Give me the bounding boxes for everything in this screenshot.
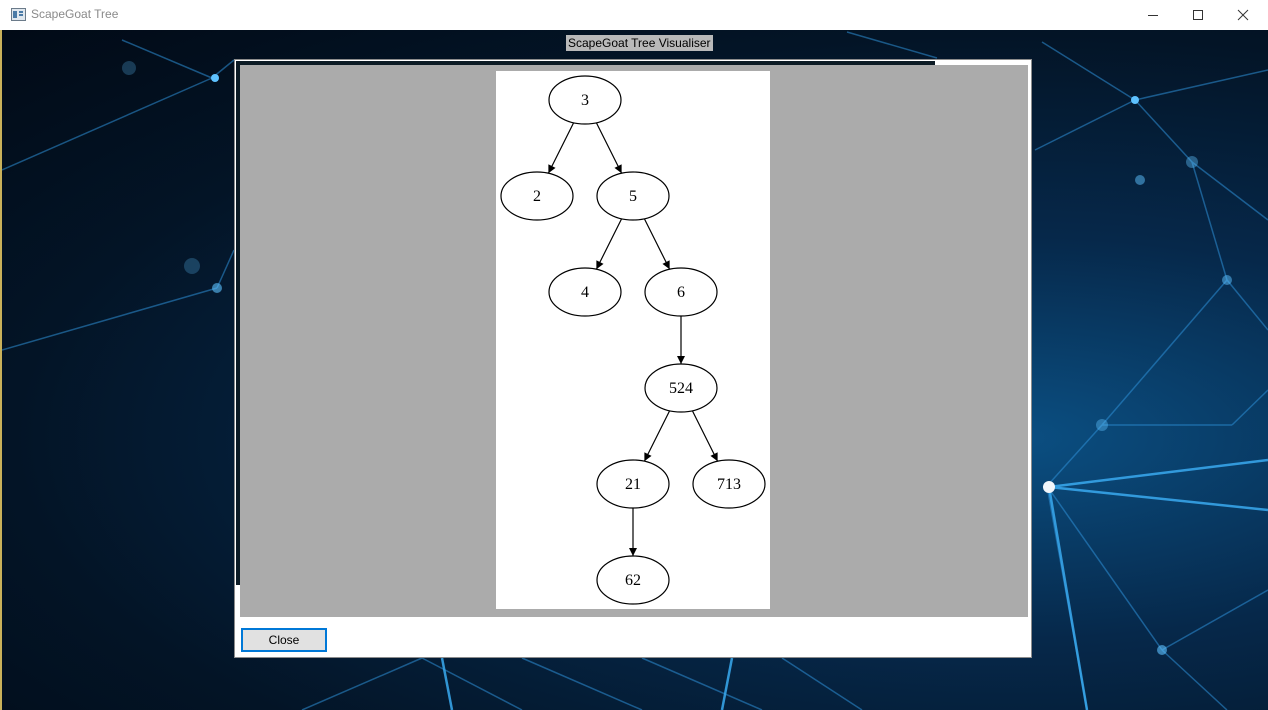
tree-node-ellipse [500, 171, 574, 221]
tree-node-label: 2 [533, 188, 541, 205]
tree-edge-5-4 [595, 218, 623, 270]
tree-node-62: 62 [596, 555, 670, 605]
tree-node-3: 3 [548, 75, 622, 125]
tree-node-label: 5 [629, 188, 637, 205]
minimize-button[interactable] [1130, 0, 1176, 30]
visualiser-caption: ScapeGoat Tree Visualiser [566, 35, 713, 51]
maximize-button[interactable] [1175, 0, 1221, 30]
view-bottom-strip [240, 617, 1028, 623]
tree-node-5: 5 [596, 171, 670, 221]
tree-node-label: 713 [717, 476, 741, 493]
tree-edge-3-5 [595, 122, 623, 174]
tree-node-label: 21 [625, 476, 641, 493]
close-button[interactable]: Close [241, 628, 327, 652]
tree-node-ellipse [596, 555, 670, 605]
tree-view-area: 3 2 5 4 6 524 21 713 62 [240, 65, 1028, 617]
tree-dialog: 3 2 5 4 6 524 21 713 62 Close [234, 59, 1032, 658]
tree-node-21: 21 [596, 459, 670, 509]
close-icon [1237, 9, 1249, 21]
tree-edge-5-6 [643, 218, 671, 270]
tree-graph-svg: 3 2 5 4 6 524 21 713 62 [500, 75, 766, 605]
tree-node-713: 713 [692, 459, 766, 509]
tree-edge-524-21 [643, 410, 671, 462]
tree-node-ellipse [644, 363, 718, 413]
tree-node-label: 524 [669, 380, 693, 397]
tree-node-524: 524 [644, 363, 718, 413]
background-strip [0, 30, 2, 710]
app-window-icon [11, 8, 26, 21]
tree-node-ellipse [596, 171, 670, 221]
tree-node-2: 2 [500, 171, 574, 221]
tree-node-ellipse [548, 75, 622, 125]
tree-edge-3-2 [547, 122, 575, 174]
tree-node-ellipse [548, 267, 622, 317]
tree-node-4: 4 [548, 267, 622, 317]
tree-node-ellipse [644, 267, 718, 317]
tree-graph: 3 2 5 4 6 524 21 713 62 [496, 71, 770, 609]
tree-node-6: 6 [644, 267, 718, 317]
tree-node-label: 62 [625, 572, 641, 589]
tree-node-label: 6 [677, 284, 685, 301]
close-window-button[interactable] [1220, 0, 1266, 30]
maximize-icon [1193, 10, 1203, 20]
tree-node-label: 3 [581, 92, 589, 109]
window-title: ScapeGoat Tree [31, 7, 119, 21]
tree-edge-524-713 [691, 410, 719, 462]
tree-node-label: 4 [581, 284, 589, 301]
network-pattern [2, 31, 1268, 710]
window-titlebar: ScapeGoat Tree [0, 0, 1268, 31]
minimize-icon [1148, 15, 1158, 16]
tree-node-ellipse [596, 459, 670, 509]
tree-node-ellipse [692, 459, 766, 509]
